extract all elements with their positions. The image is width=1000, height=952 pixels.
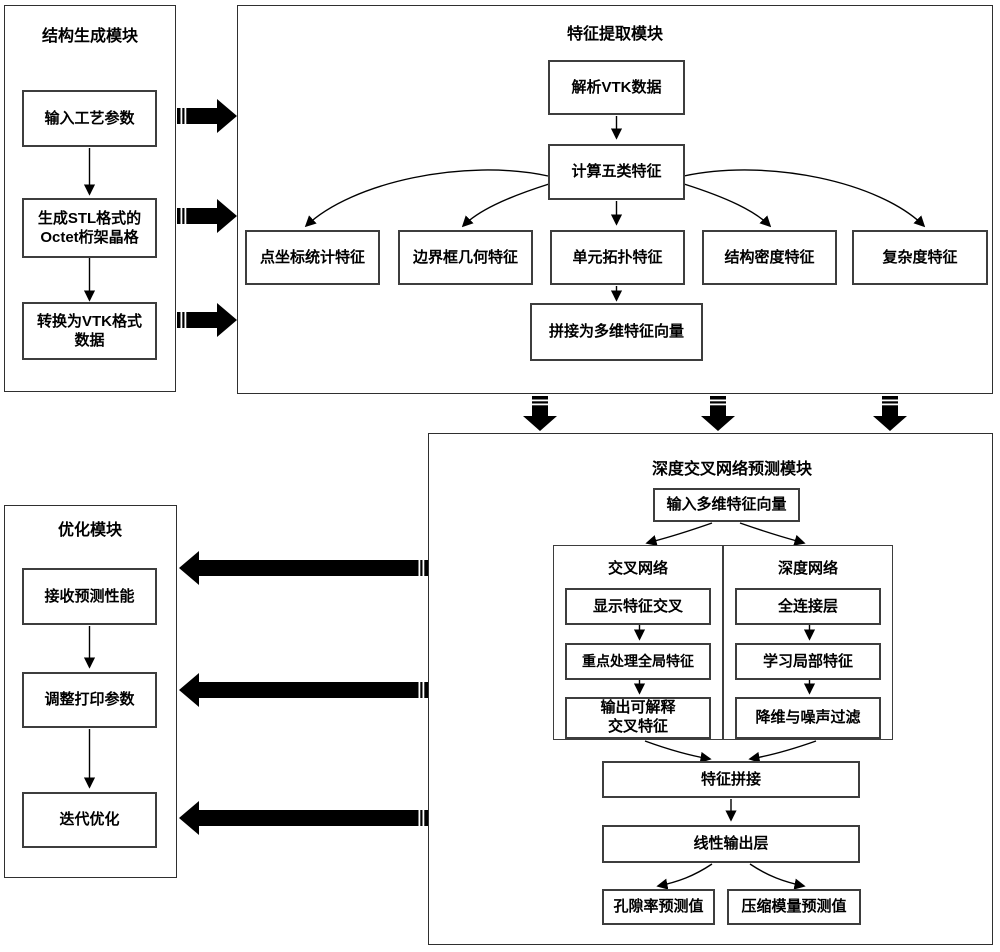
optimization-module-title: 优化模块: [57, 522, 123, 539]
structure-module-title: 结构生成模块: [41, 28, 139, 45]
box-point-coord-stats: 点坐标统计特征: [245, 230, 380, 285]
block-arrow-left-2: [179, 673, 428, 707]
box-iterative-optimization: 迭代优化: [22, 792, 157, 848]
box-parse-vtk-data: 解析VTK数据: [548, 60, 685, 115]
box-feature-concat: 特征拼接: [602, 761, 860, 798]
box-convert-vtk: 转换为VTK格式 数据: [22, 302, 157, 360]
block-arrow-right-1: [177, 99, 237, 133]
box-bounding-box-geometry: 边界框几何特征: [398, 230, 533, 285]
box-learn-local-features: 学习局部特征: [735, 643, 881, 680]
box-concat-feature-vector: 拼接为多维特征向量: [530, 303, 703, 361]
box-interpretable-cross-features: 输出可解释 交叉特征: [565, 697, 711, 739]
block-arrow-down-2: [701, 396, 735, 431]
block-arrow-down-1: [523, 396, 557, 431]
block-arrow-left-3: [179, 801, 428, 835]
block-arrow-left-1: [179, 551, 428, 585]
box-generate-stl-octet: 生成STL格式的 Octet桁架晶格: [22, 198, 157, 258]
box-compute-five-features: 计算五类特征: [548, 144, 685, 200]
box-complexity: 复杂度特征: [852, 230, 988, 285]
cross-network-title: 交叉网络: [607, 560, 669, 577]
block-arrow-right-3: [177, 303, 237, 337]
box-receive-predicted-performance: 接收预测性能: [22, 568, 157, 625]
box-dimension-reduction-noise-filter: 降维与噪声过滤: [735, 697, 881, 739]
box-porosity-prediction: 孔隙率预测值: [602, 889, 715, 925]
box-input-process-params: 输入工艺参数: [22, 90, 157, 147]
box-explicit-feature-cross: 显示特征交叉: [565, 588, 711, 625]
box-global-feature-focus: 重点处理全局特征: [565, 643, 711, 680]
box-adjust-print-params: 调整打印参数: [22, 672, 157, 728]
box-cell-topology: 单元拓扑特征: [550, 230, 685, 285]
box-linear-output-layer: 线性输出层: [602, 825, 860, 863]
box-fully-connected-layer: 全连接层: [735, 588, 881, 625]
block-arrow-right-2: [177, 199, 237, 233]
deep-network-title: 深度网络: [777, 560, 839, 577]
dcn-module-title: 深度交叉网络预测模块: [651, 461, 813, 478]
feature-module-title: 特征提取模块: [566, 26, 664, 43]
cross-network-container: [553, 545, 723, 740]
box-structure-density: 结构密度特征: [702, 230, 837, 285]
box-compression-modulus-prediction: 压缩模量预测值: [727, 889, 861, 925]
block-arrows-right: [177, 99, 237, 337]
block-arrow-down-3: [873, 396, 907, 431]
deep-network-container: [723, 545, 893, 740]
block-arrows-down: [523, 396, 907, 431]
block-arrows-left: [179, 551, 428, 835]
box-input-feature-vector: 输入多维特征向量: [653, 488, 800, 522]
